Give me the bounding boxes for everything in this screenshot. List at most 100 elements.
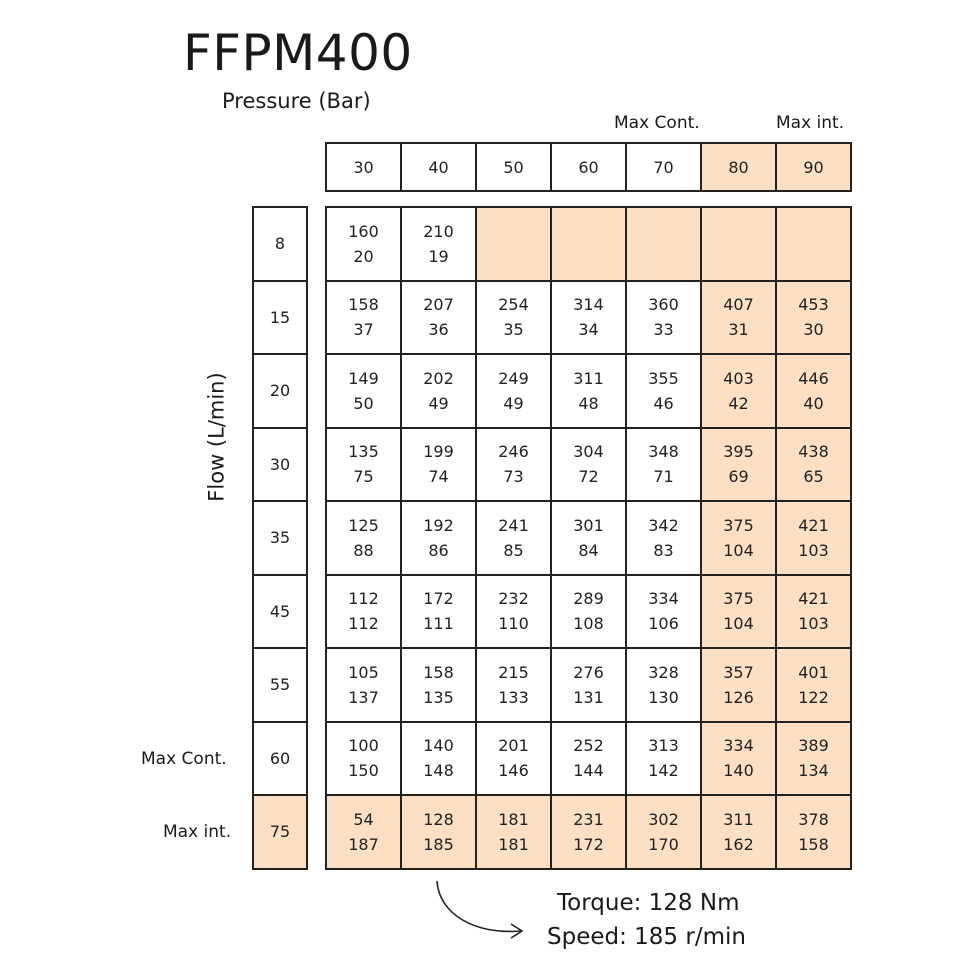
torque-value: 421: [798, 589, 829, 609]
torque-value: 357: [723, 662, 754, 682]
torque-value: 328: [648, 662, 679, 682]
speed-value: 146: [498, 761, 529, 781]
speed-value: 33: [653, 320, 674, 340]
speed-value: 104: [723, 614, 754, 634]
speed-value: 48: [578, 393, 599, 413]
torque-value: 128: [423, 809, 454, 829]
flow-header-cell: 45: [252, 573, 308, 649]
torque-value: 160: [348, 221, 379, 241]
speed-value: 85: [503, 540, 524, 560]
speed-value: 30: [803, 320, 824, 340]
torque-value: 192: [423, 515, 454, 535]
pressure-header-cell: 30: [325, 142, 402, 192]
pressure-header-cell: 50: [475, 142, 552, 192]
row-tag-max-cont: Max Cont.: [141, 749, 227, 769]
torque-value: 201: [498, 736, 529, 756]
speed-value: 35: [503, 320, 524, 340]
speed-value: 19: [428, 246, 449, 266]
flow-header-cell: 30: [252, 426, 308, 502]
speed-value: 172: [573, 834, 604, 854]
example-torque-note: Torque: 128 Nm: [557, 890, 740, 916]
speed-value: 72: [578, 467, 599, 487]
flow-axis-label: Flow (L/min): [204, 372, 229, 502]
torque-value: 389: [798, 736, 829, 756]
torque-value: 215: [498, 662, 529, 682]
flow-header-cell: 20: [252, 353, 308, 429]
flow-header-cell: 15: [252, 279, 308, 355]
speed-value: 73: [503, 467, 524, 487]
pressure-header-cell: 80: [700, 142, 777, 192]
speed-value: 83: [653, 540, 674, 560]
flow-header-cell: 35: [252, 500, 308, 576]
speed-value: 75: [353, 467, 374, 487]
example-speed-note: Speed: 185 r/min: [547, 924, 746, 950]
speed-value: 130: [648, 687, 679, 707]
speed-value: 49: [428, 393, 449, 413]
speed-value: 20: [353, 246, 374, 266]
torque-value: 158: [348, 295, 379, 315]
row-tag-max-int: Max int.: [163, 822, 232, 842]
speed-value: 131: [573, 687, 604, 707]
speed-value: 69: [728, 467, 749, 487]
speed-value: 88: [353, 540, 374, 560]
speed-value: 36: [428, 320, 449, 340]
speed-value: 122: [798, 687, 829, 707]
torque-value: 172: [423, 589, 454, 609]
table-cell: [475, 206, 552, 282]
speed-value: 50: [353, 393, 374, 413]
pressure-header-cell: 40: [400, 142, 477, 192]
pressure-axis-label: Pressure (Bar): [222, 89, 371, 113]
speed-value: 40: [803, 393, 824, 413]
speed-value: 111: [423, 614, 454, 634]
torque-value: 252: [573, 736, 604, 756]
flow-header-cell: 8: [252, 206, 308, 282]
speed-value: 134: [798, 761, 829, 781]
torque-value: 246: [498, 442, 529, 462]
table-cell: [550, 206, 627, 282]
torque-value: 375: [723, 589, 754, 609]
page-title: FFPM400: [183, 24, 413, 82]
torque-value: 289: [573, 589, 604, 609]
torque-value: 199: [423, 442, 454, 462]
speed-value: 181: [498, 834, 529, 854]
torque-value: 140: [423, 736, 454, 756]
torque-value: 401: [798, 662, 829, 682]
speed-value: 42: [728, 393, 749, 413]
speed-value: 103: [798, 614, 829, 634]
column-tag-max-int: Max int.: [776, 113, 845, 133]
torque-value: 311: [573, 368, 604, 388]
torque-value: 54: [353, 809, 374, 829]
column-tag-max-cont: Max Cont.: [614, 113, 700, 133]
